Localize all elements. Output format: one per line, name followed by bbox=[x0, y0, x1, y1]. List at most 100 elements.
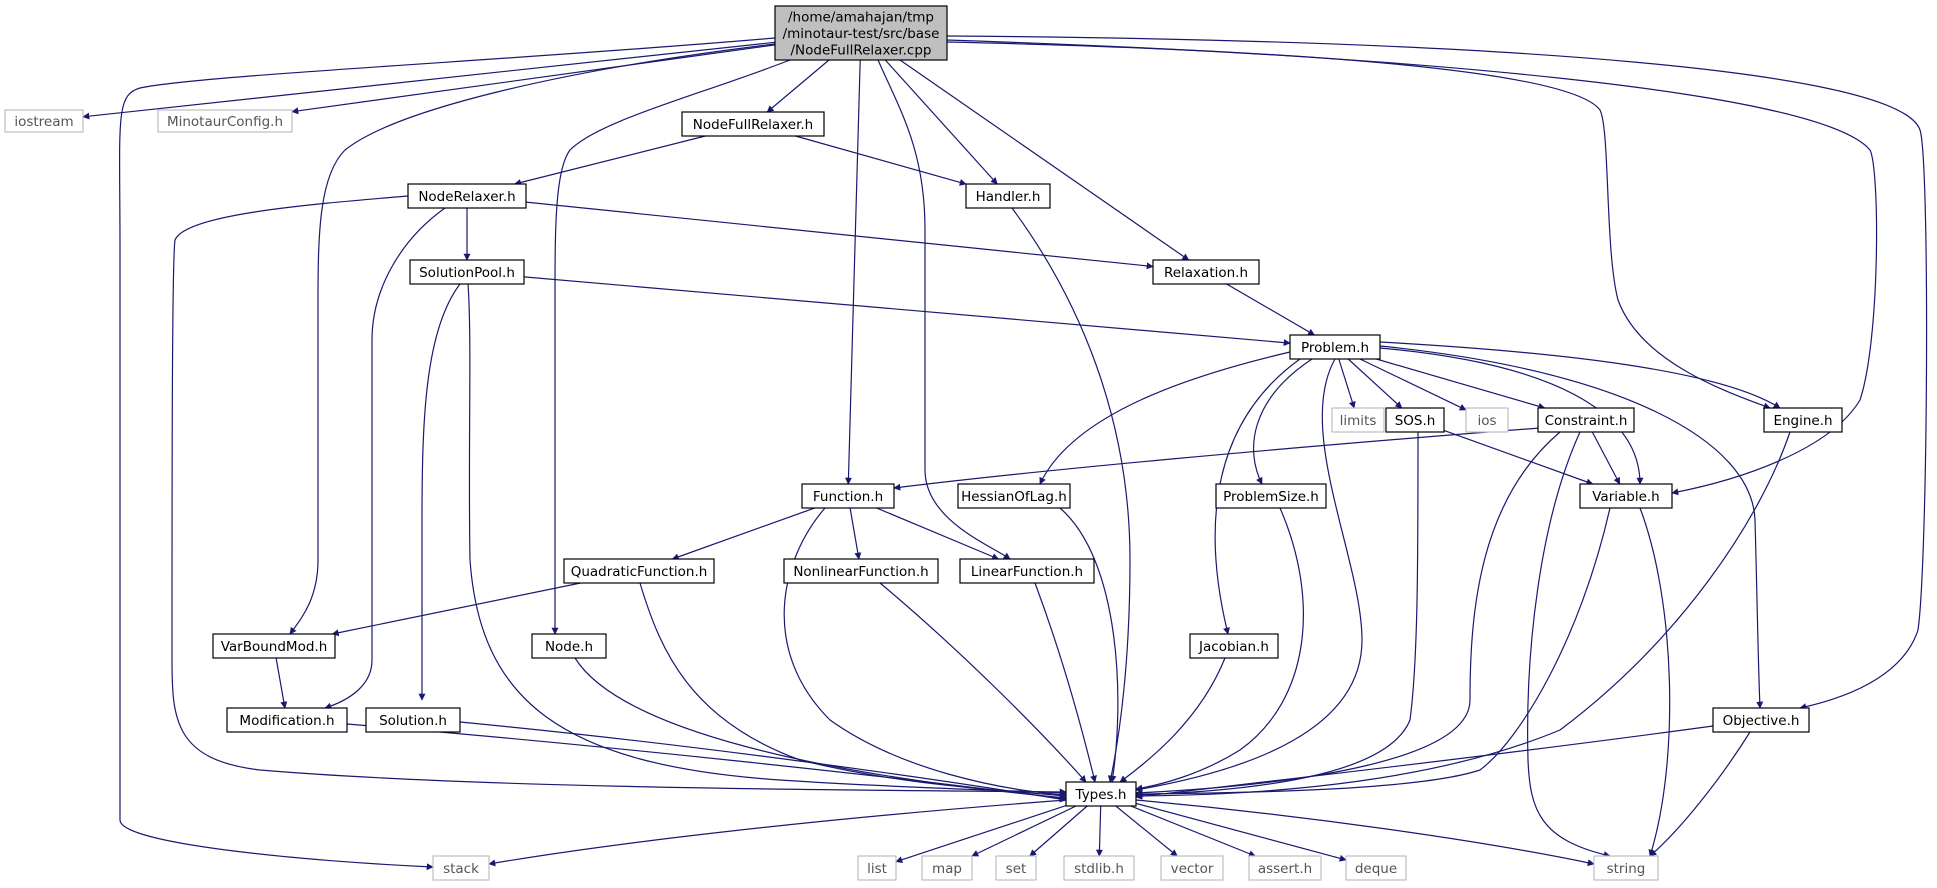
node-label: iostream bbox=[14, 114, 73, 130]
node-function-h[interactable]: Function.h bbox=[801, 483, 895, 509]
node-label: VarBoundMod.h bbox=[221, 639, 328, 655]
node-assert-h[interactable]: assert.h bbox=[1248, 855, 1322, 881]
node-label: NonlinearFunction.h bbox=[793, 564, 928, 580]
node-label: Function.h bbox=[813, 489, 883, 505]
edge-linearfunction-to-types bbox=[1034, 582, 1097, 783]
edge-root-to-minotaurconfig bbox=[291, 44, 776, 115]
edge-constraint-to-function bbox=[893, 427, 1541, 491]
edge-problem-to-limits bbox=[1338, 358, 1356, 409]
node-label: NodeFullRelaxer.h bbox=[693, 117, 813, 133]
edge-solutionpool-to-problem bbox=[523, 276, 1291, 347]
edge-root-to-iostream bbox=[82, 41, 776, 120]
node-varboundmod-h[interactable]: VarBoundMod.h bbox=[212, 633, 336, 659]
edge-root-to-function bbox=[844, 59, 861, 485]
node-limits[interactable]: limits bbox=[1331, 407, 1385, 433]
edge-root-to-variable bbox=[946, 39, 1878, 496]
node-label: ios bbox=[1477, 413, 1496, 429]
edge-modification-to-types bbox=[346, 723, 1067, 802]
node-list[interactable]: list bbox=[857, 855, 897, 881]
edge-function-to-quadraticfunction bbox=[671, 507, 815, 561]
node-problemsize-h[interactable]: ProblemSize.h bbox=[1215, 483, 1327, 509]
edge-root-to-nodefullrelaxer bbox=[766, 59, 830, 113]
node-label: map bbox=[932, 861, 962, 877]
node-set[interactable]: set bbox=[995, 855, 1037, 881]
edge-types-to-stdlib bbox=[1095, 805, 1103, 857]
node-map[interactable]: map bbox=[921, 855, 973, 881]
node-engine-h[interactable]: Engine.h bbox=[1763, 407, 1843, 433]
edge-problem-to-hessianoflag bbox=[1039, 351, 1291, 485]
edge-variable-to-string bbox=[1639, 507, 1671, 857]
node-iostream[interactable]: iostream bbox=[4, 109, 84, 133]
node-objective-h[interactable]: Objective.h bbox=[1712, 707, 1810, 733]
node-label: Engine.h bbox=[1773, 413, 1832, 429]
node-label: limits bbox=[1340, 413, 1377, 429]
node-solutionpool-h[interactable]: SolutionPool.h bbox=[409, 259, 525, 285]
node-modification-h[interactable]: Modification.h bbox=[226, 707, 348, 733]
node-label: deque bbox=[1355, 861, 1397, 877]
edge-objective-to-types bbox=[1135, 725, 1714, 800]
node-label: Relaxation.h bbox=[1164, 265, 1248, 281]
node-label: SOS.h bbox=[1395, 413, 1436, 429]
node-nodefullrelaxer-h[interactable]: NodeFullRelaxer.h bbox=[681, 111, 825, 137]
edge-problem-to-sos bbox=[1347, 358, 1403, 409]
edge-objective-to-string bbox=[1649, 731, 1751, 857]
node-ios[interactable]: ios bbox=[1465, 407, 1509, 433]
edge-sos-to-types bbox=[1135, 431, 1419, 799]
edge-types-to-deque bbox=[1135, 802, 1347, 862]
edge-problem-to-engine bbox=[1379, 341, 1781, 409]
node-solution-h[interactable]: Solution.h bbox=[365, 707, 461, 733]
edge-problem-to-ios bbox=[1359, 358, 1467, 411]
node-deque[interactable]: deque bbox=[1345, 855, 1407, 881]
node-stack[interactable]: stack bbox=[432, 855, 490, 881]
node-label: vector bbox=[1171, 861, 1214, 877]
edge-constraint-to-string bbox=[1527, 431, 1611, 859]
edge-relaxation-to-problem bbox=[1226, 283, 1316, 336]
node-label: MinotaurConfig.h bbox=[167, 114, 283, 130]
node-label: Handler.h bbox=[976, 189, 1041, 205]
node-hessianoflag-h[interactable]: HessianOfLag.h bbox=[957, 483, 1071, 509]
node-label: stdlib.h bbox=[1074, 861, 1124, 877]
node-constraint-h[interactable]: Constraint.h bbox=[1537, 407, 1635, 433]
edge-function-to-linearfunction bbox=[876, 507, 1000, 560]
node-sos-h[interactable]: SOS.h bbox=[1385, 407, 1445, 433]
edge-node-to-types bbox=[574, 657, 1067, 801]
node-label: QuadraticFunction.h bbox=[571, 564, 708, 580]
node-root-file[interactable]: /home/amahajan/tmp/minotaur-test/src/bas… bbox=[774, 5, 948, 61]
edge-noderelaxer-to-modification bbox=[324, 207, 446, 710]
edge-nonlinearfunction-to-types bbox=[879, 582, 1087, 783]
node-problem-h[interactable]: Problem.h bbox=[1289, 334, 1381, 360]
node-noderelaxer-h[interactable]: NodeRelaxer.h bbox=[407, 183, 527, 209]
node-jacobian-h[interactable]: Jacobian.h bbox=[1189, 633, 1279, 659]
node-node-h[interactable]: Node.h bbox=[531, 633, 607, 659]
node-string[interactable]: string bbox=[1593, 855, 1659, 881]
edge-constraint-to-variable bbox=[1591, 431, 1621, 485]
edge-nodefullrelaxer-to-handler bbox=[795, 135, 967, 186]
node-nonlinearfunction-h[interactable]: NonlinearFunction.h bbox=[783, 558, 939, 584]
node-root-label-line: /NodeFullRelaxer.cpp bbox=[790, 42, 931, 58]
node-label: Variable.h bbox=[1592, 489, 1660, 505]
edge-problem-to-jacobian bbox=[1214, 358, 1301, 635]
edge-engine-to-types bbox=[1135, 431, 1791, 800]
node-label: assert.h bbox=[1258, 861, 1312, 877]
edge-types-to-assert bbox=[1130, 805, 1256, 857]
node-types-h[interactable]: Types.h bbox=[1065, 781, 1137, 807]
node-label: SolutionPool.h bbox=[419, 265, 515, 281]
node-stdlib-h[interactable]: stdlib.h bbox=[1063, 855, 1135, 881]
node-linearfunction-h[interactable]: LinearFunction.h bbox=[959, 558, 1095, 584]
node-quadraticfunction-h[interactable]: QuadraticFunction.h bbox=[563, 558, 715, 584]
edge-root-to-node bbox=[551, 59, 791, 635]
node-label: Modification.h bbox=[239, 713, 334, 729]
edge-noderelaxer-to-types bbox=[171, 195, 1067, 796]
node-relaxation-h[interactable]: Relaxation.h bbox=[1152, 259, 1260, 285]
node-variable-h[interactable]: Variable.h bbox=[1579, 483, 1673, 509]
node-vector[interactable]: vector bbox=[1160, 855, 1224, 881]
edge-root-to-stack bbox=[118, 37, 776, 871]
edge-root-to-handler bbox=[884, 59, 998, 185]
edge-types-to-string bbox=[1135, 799, 1595, 867]
node-minotaurconfig-h[interactable]: MinotaurConfig.h bbox=[157, 109, 293, 133]
node-handler-h[interactable]: Handler.h bbox=[965, 183, 1051, 209]
edge-problem-to-problemsize bbox=[1252, 358, 1313, 485]
node-root-label-line: /minotaur-test/src/base bbox=[783, 26, 940, 42]
node-label: stack bbox=[443, 861, 479, 877]
